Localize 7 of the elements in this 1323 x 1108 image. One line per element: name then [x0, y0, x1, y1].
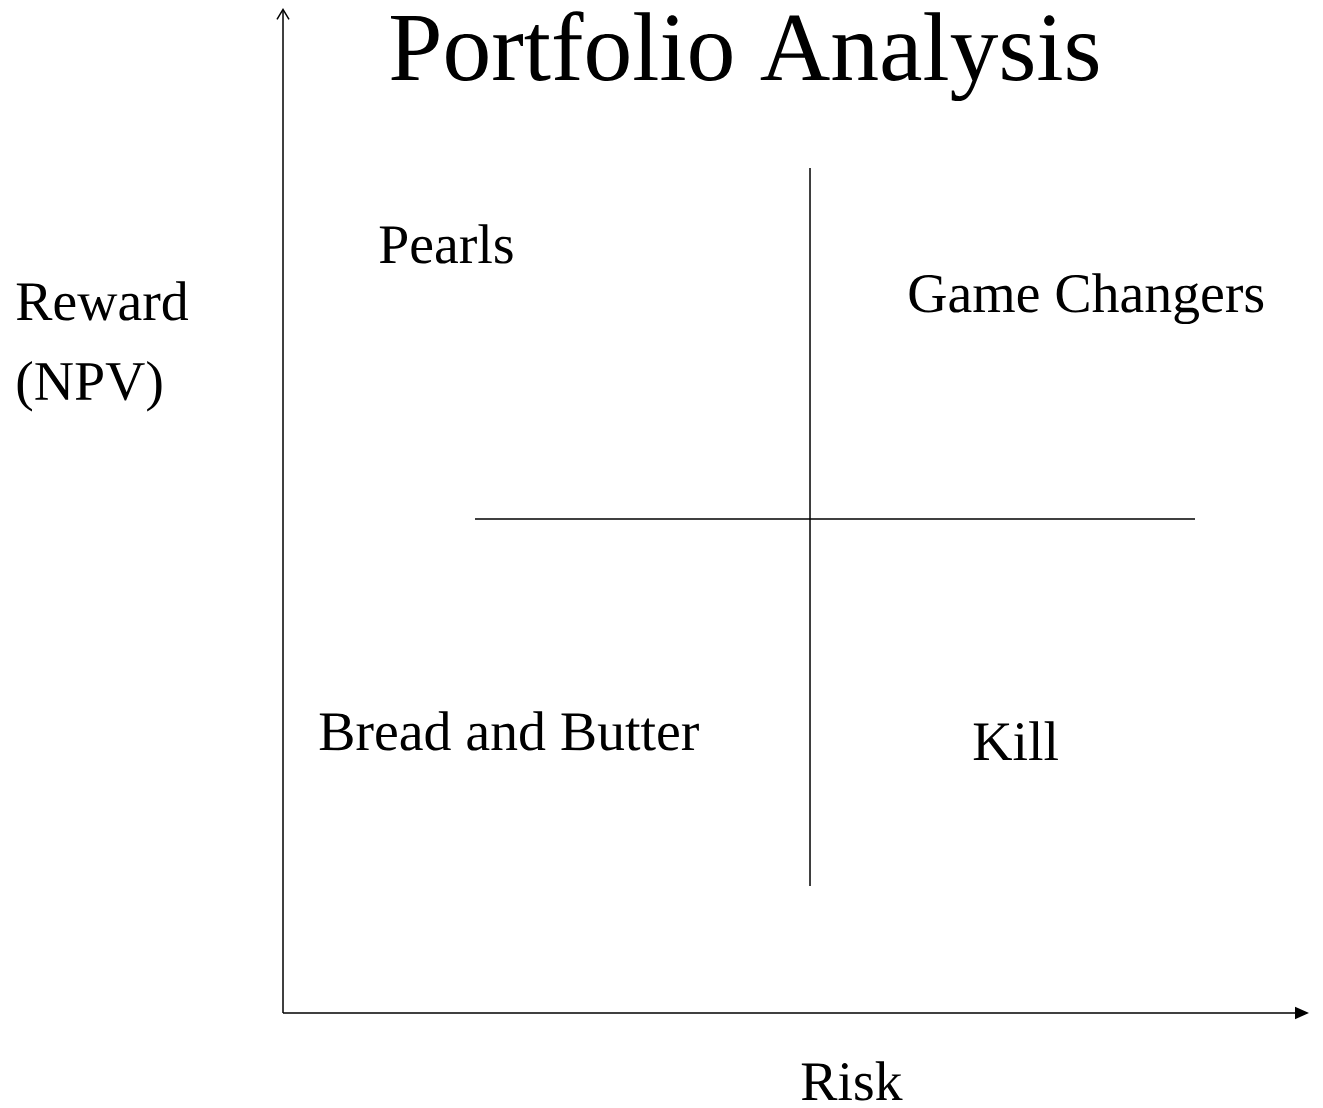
quadrant-label: Bread and Butter [319, 711, 699, 751]
quadrant-label: Kill [973, 721, 1058, 760]
axis-label: Risk [801, 1061, 903, 1101]
quadrant-label: Pearls [379, 224, 513, 264]
axis-label: Reward (NPV) [16, 281, 189, 412]
title: Portfolio Analysis [391, 11, 1098, 102]
quadrant-label: Game Changers [909, 273, 1264, 325]
